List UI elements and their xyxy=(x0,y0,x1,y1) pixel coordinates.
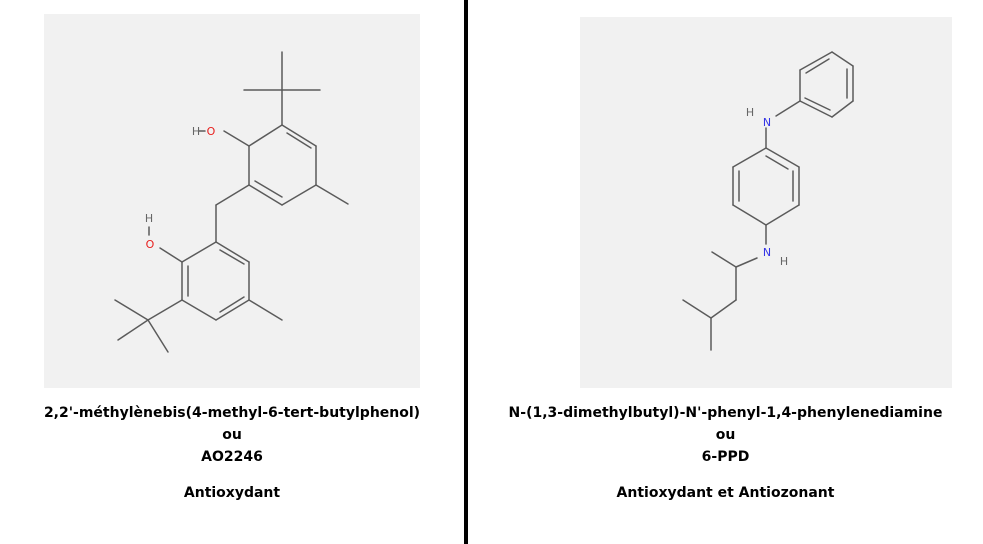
lower-nitrogen-label: N xyxy=(763,246,771,259)
phenylene-ring xyxy=(732,147,800,226)
molecule-panel-ao2246: O H O H xyxy=(44,14,420,388)
compound-code-ao2246: AO2246 xyxy=(201,449,263,465)
upper-nitrogen-label: N xyxy=(763,116,771,129)
compound-name-ao2246: 2,2'-méthylènebis(4-methyl-6-tert-butylp… xyxy=(43,405,421,421)
compound-role-ao2246: Antioxydant xyxy=(183,485,281,501)
lower-hydrogen-label: H xyxy=(145,212,153,225)
dimethylbutyl-chain xyxy=(682,251,758,351)
lower-oxygen-label: O xyxy=(146,238,155,251)
compound-role-6ppd: Antioxydant et Antiozonant xyxy=(616,485,835,501)
lower-methyl-bond xyxy=(248,299,283,321)
upper-methyl-bond xyxy=(315,184,349,205)
lower-nh-hydrogen-label: H xyxy=(780,255,788,268)
upper-hydrogen-label: H xyxy=(192,125,200,138)
connector-ou-right: ou xyxy=(715,427,736,443)
ao2246-structure: O H O H xyxy=(114,51,349,353)
upper-oxygen-label: O xyxy=(207,125,216,138)
upper-oh-bond xyxy=(223,130,250,147)
vertical-divider xyxy=(464,0,468,544)
compound-name-6ppd: N-(1,3-dimethylbutyl)-N'-phenyl-1,4-phen… xyxy=(508,405,943,421)
caption-6ppd: N-(1,3-dimethylbutyl)-N'-phenyl-1,4-phen… xyxy=(468,402,983,504)
upper-nh-hydrogen-label: H xyxy=(746,106,754,119)
6ppd-structure: N H N H xyxy=(682,51,854,351)
upper-phenol-ring xyxy=(248,124,317,206)
phenyl-ring xyxy=(799,51,854,118)
lower-oh-bond xyxy=(159,247,183,263)
phenyl-n-bond xyxy=(775,100,801,117)
molecule-panel-6ppd: N H N H xyxy=(580,17,952,388)
lower-phenol-ring xyxy=(181,241,250,321)
lower-tert-butyl xyxy=(114,299,183,353)
methylene-bridge xyxy=(215,184,250,243)
compound-code-6ppd: 6-PPD xyxy=(701,449,750,465)
connector-ou-left: ou xyxy=(222,427,242,443)
upper-tert-butyl xyxy=(243,51,321,126)
caption-ao2246: 2,2'-méthylènebis(4-methyl-6-tert-butylp… xyxy=(0,402,464,504)
